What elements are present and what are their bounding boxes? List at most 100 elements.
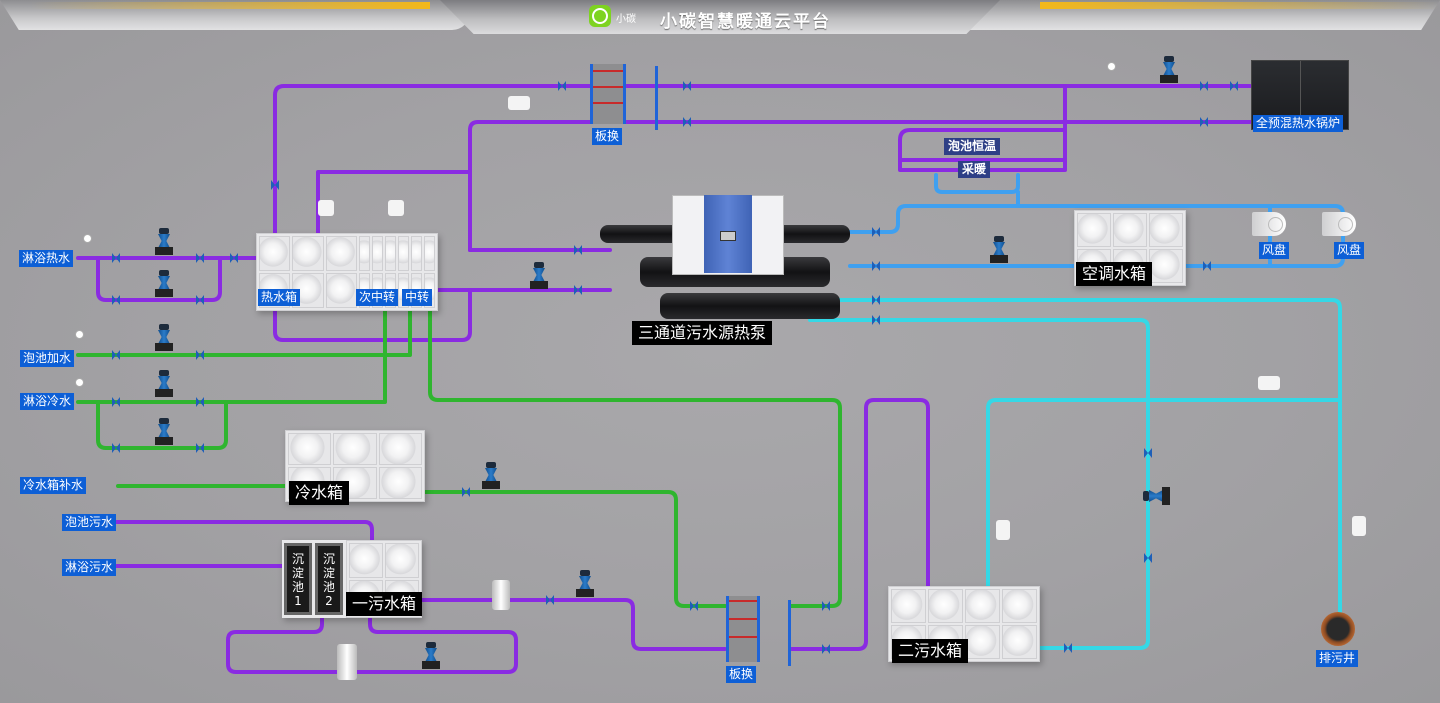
pump-sewage-source[interactable] xyxy=(1143,487,1171,505)
valve-hx-top-2[interactable] xyxy=(683,81,691,91)
label-hot-tank: 热水箱 xyxy=(258,289,301,306)
valve-shower-cold-1[interactable] xyxy=(112,397,120,407)
electric-valve-sewage-branch[interactable] xyxy=(1258,376,1280,390)
pump-shower-cold-2[interactable] xyxy=(155,418,173,446)
valve-hp-ac-out[interactable] xyxy=(872,227,880,237)
electric-valve-hot-tank-2[interactable] xyxy=(388,200,404,216)
pipe-pool-fill xyxy=(76,308,412,357)
label-transfer: 中转 xyxy=(402,289,433,306)
pump-hot-to-hp[interactable] xyxy=(530,262,548,290)
label-ac-tank: 空调水箱 xyxy=(1076,262,1153,286)
valve-boiler-return[interactable] xyxy=(1200,117,1208,127)
valve-shower-hot-bypass-1[interactable] xyxy=(112,295,120,305)
pump-shower-hot-2[interactable] xyxy=(155,270,173,298)
label-shower-sewage: 淋浴污水 xyxy=(62,559,117,576)
filter-vessel-sewage[interactable] xyxy=(492,580,510,610)
electric-valve-hot-tank-1[interactable] xyxy=(318,200,334,216)
label-shower-hot: 淋浴热水 xyxy=(19,250,74,267)
fan-coil-2[interactable] xyxy=(1322,212,1356,236)
valve-hx-top-1[interactable] xyxy=(558,81,566,91)
label-cold-tank-makeup: 冷水箱补水 xyxy=(20,477,87,494)
electric-valve-well[interactable] xyxy=(1352,516,1366,536)
pipe-heating-link xyxy=(934,173,1020,194)
valve-pool-fill-2[interactable] xyxy=(196,350,204,360)
pipe-cold-tank-out xyxy=(423,490,727,608)
filter-vessel-settling[interactable] xyxy=(337,644,357,680)
valve-boiler-1[interactable] xyxy=(1200,81,1208,91)
valve-hp-ac-in[interactable] xyxy=(872,261,880,271)
label-pool-constant-temp: 泡池恒温 xyxy=(944,138,1001,155)
valve-boiler-2[interactable] xyxy=(1230,81,1238,91)
valve-pool-fill-1[interactable] xyxy=(112,350,120,360)
pipe-transfer-to-hx xyxy=(428,308,842,608)
valve-cold-tank-out[interactable] xyxy=(462,487,470,497)
valve-sewage-strainer[interactable] xyxy=(546,595,554,605)
label-sewage-tank-1: 一污水箱 xyxy=(346,592,423,616)
valve-shower-cold-bypass-2[interactable] xyxy=(196,443,204,453)
pressure-gauge-shower-hot xyxy=(83,234,92,243)
pipe-shower-cold xyxy=(76,308,387,404)
valve-hx-bottom-purple[interactable] xyxy=(822,644,830,654)
label-secondary-transfer: 次中转 xyxy=(356,289,399,306)
label-plate-hx-top: 板换 xyxy=(592,128,623,145)
fan-coil-1[interactable] xyxy=(1252,212,1286,236)
valve-hp-hot-out[interactable] xyxy=(574,285,582,295)
electric-valve-tank2[interactable] xyxy=(996,520,1010,540)
settling-tank-2[interactable]: 沉淀池2 xyxy=(315,543,343,615)
label-drain-well: 排污井 xyxy=(1316,650,1359,667)
valve-shower-hot-1[interactable] xyxy=(112,253,120,263)
valve-hp-sewage-out[interactable] xyxy=(872,295,880,305)
label-plate-hx-bottom: 板换 xyxy=(726,666,757,683)
settling-tank-1[interactable]: 沉淀池1 xyxy=(284,543,312,615)
pump-shower-cold-1[interactable] xyxy=(155,370,173,398)
pressure-gauge-pool-fill xyxy=(75,330,84,339)
pump-shower-hot-1[interactable] xyxy=(155,228,173,256)
valve-ac-tank-out[interactable] xyxy=(1203,261,1211,271)
pump-settling[interactable] xyxy=(422,642,440,670)
heat-pump-unit[interactable] xyxy=(600,195,850,325)
valve-shower-hot-3[interactable] xyxy=(230,253,238,263)
valve-hp-sewage-in[interactable] xyxy=(872,315,880,325)
pump-ac[interactable] xyxy=(990,236,1008,264)
cold-water-pipes xyxy=(76,308,842,608)
valve-shower-hot-bypass-2[interactable] xyxy=(196,295,204,305)
pipe-hot-top xyxy=(273,84,1252,237)
hx-frame-bar xyxy=(655,66,658,130)
label-fan-coil-2: 风盘 xyxy=(1334,242,1365,259)
pump-pool-fill[interactable] xyxy=(155,324,173,352)
pipe-sewage-return xyxy=(808,318,1150,650)
valve-hot-riser[interactable] xyxy=(271,180,279,190)
logo-icon xyxy=(589,5,611,27)
valve-hx-bottom-green[interactable] xyxy=(822,601,830,611)
pipe-hot-return xyxy=(273,288,472,342)
label-shower-cold: 淋浴冷水 xyxy=(20,393,75,410)
hx-frame-bar-bottom xyxy=(788,600,791,666)
page-title: 小碳智慧暖通云平台 xyxy=(660,12,831,32)
header-accent-stripe-left xyxy=(30,2,430,9)
valve-sewage-vertical-2[interactable] xyxy=(1144,553,1152,563)
valve-sewage-vertical[interactable] xyxy=(1144,448,1152,458)
drain-well[interactable] xyxy=(1321,612,1355,646)
header: 小碳 小碳智慧暖通云平台 xyxy=(0,0,1440,36)
valve-shower-cold-2[interactable] xyxy=(196,397,204,407)
label-pool-sewage: 泡池污水 xyxy=(62,514,117,531)
valve-tank2-out[interactable] xyxy=(1064,643,1072,653)
pipe-ac-loop xyxy=(848,204,1345,268)
valve-shower-cold-bypass-1[interactable] xyxy=(112,443,120,453)
pump-boiler[interactable] xyxy=(1160,56,1178,84)
electric-valve-hot[interactable] xyxy=(508,96,530,110)
valve-hx-bottom-in[interactable] xyxy=(690,601,698,611)
pump-sewage-1[interactable] xyxy=(576,570,594,598)
label-cold-tank: 冷水箱 xyxy=(289,481,350,505)
label-sewage-tank-2: 二污水箱 xyxy=(892,639,969,663)
pump-cold-tank[interactable] xyxy=(482,462,500,490)
pipe-settling-loop xyxy=(226,616,518,674)
valve-hp-hot-in[interactable] xyxy=(574,245,582,255)
valve-hx-top-3[interactable] xyxy=(683,117,691,127)
pipe-sewage-out xyxy=(418,598,727,651)
plate-heat-exchanger-top[interactable] xyxy=(590,64,626,124)
pipe-pool-sewage xyxy=(108,520,374,542)
plate-heat-exchanger-bottom[interactable] xyxy=(726,596,760,662)
valve-shower-hot-2[interactable] xyxy=(196,253,204,263)
header-accent-stripe-right xyxy=(1040,2,1440,9)
